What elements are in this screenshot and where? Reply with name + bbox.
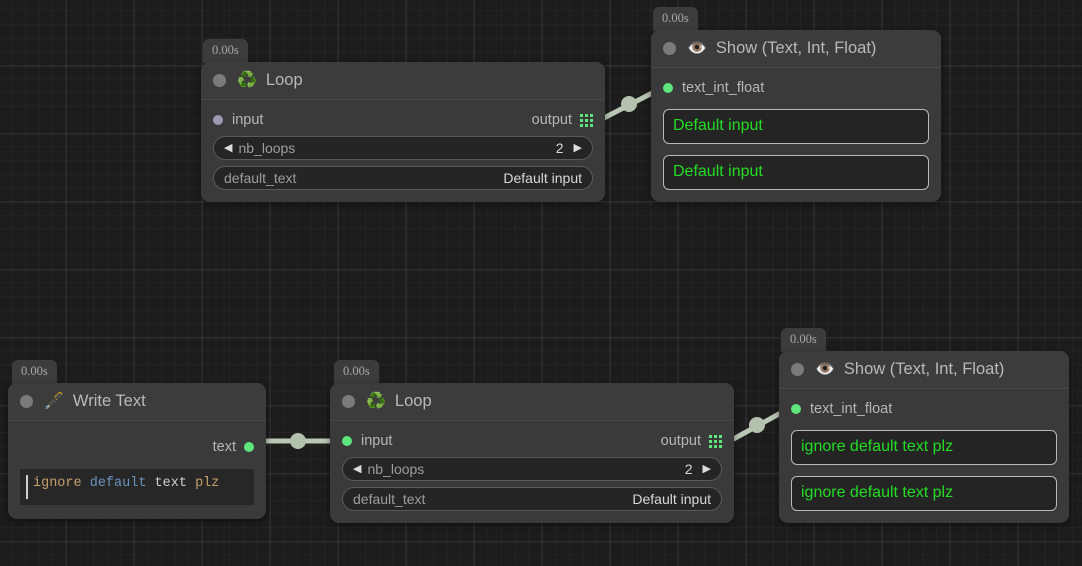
- node-show-top[interactable]: 👁️ Show (Text, Int, Float) text_int_floa…: [651, 30, 941, 202]
- decrement-arrow-icon[interactable]: ◀: [353, 462, 362, 475]
- time-badge-show-top: 0.00s: [653, 7, 698, 31]
- status-dot[interactable]: [663, 42, 676, 55]
- code-token: plz: [195, 476, 220, 491]
- status-dot[interactable]: [20, 395, 33, 408]
- decrement-arrow-icon[interactable]: ◀: [224, 141, 233, 154]
- field-value[interactable]: Default input: [503, 170, 582, 186]
- port-row: text_int_float: [663, 78, 929, 98]
- node-body-show-bottom: text_int_float ignore default text plz i…: [779, 389, 1069, 523]
- recycle-icon: ♻️: [237, 71, 257, 89]
- node-body-loop-top: input output ◀ nb_loops 2 ▶ default_text…: [201, 100, 605, 202]
- code-token: text: [154, 476, 187, 491]
- node-body-loop-bottom: input output ◀ nb_loops 2 ▶ default_text…: [330, 421, 734, 523]
- increment-arrow-icon[interactable]: ▶: [702, 462, 711, 475]
- list-output-grid-icon[interactable]: [709, 434, 722, 448]
- port-label-output: output: [660, 433, 701, 449]
- time-badge-loop-top: 0.00s: [203, 39, 248, 63]
- wire-midpoint-handle: [749, 417, 765, 433]
- wire-write-text-to-loop-bottom: [253, 433, 343, 449]
- node-loop-top[interactable]: ♻️ Loop input output ◀ nb_loops 2: [201, 62, 605, 202]
- input-port-show-top[interactable]: text_int_float: [663, 80, 764, 96]
- eye-icon: 👁️: [815, 360, 835, 378]
- node-header-loop-bottom[interactable]: ♻️ Loop: [330, 383, 734, 421]
- port-row: text: [20, 437, 254, 457]
- port-dot-input[interactable]: [342, 436, 352, 446]
- port-label-output: output: [531, 112, 572, 128]
- display-value-2: Default input: [663, 155, 929, 190]
- node-loop-bottom[interactable]: ♻️ Loop input output ◀ nb_loops 2: [330, 383, 734, 523]
- output-port-loop-bottom[interactable]: output: [661, 433, 722, 449]
- time-badge-loop-bottom: 0.00s: [334, 360, 379, 384]
- code-token: default: [89, 476, 147, 491]
- node-write-text[interactable]: 🖋️ Write Text text ignore default text p…: [8, 383, 266, 519]
- fountain-pen-icon: 🖋️: [44, 392, 64, 410]
- input-port-loop-top[interactable]: input: [213, 112, 263, 128]
- field-value[interactable]: Default input: [632, 491, 711, 507]
- node-show-bottom[interactable]: 👁️ Show (Text, Int, Float) text_int_floa…: [779, 351, 1069, 523]
- field-default-text-loop-bottom[interactable]: default_text Default input: [342, 487, 722, 511]
- code-line: ignore default text plz: [33, 475, 219, 499]
- node-header-write-text[interactable]: 🖋️ Write Text: [8, 383, 266, 421]
- list-output-grid-icon[interactable]: [580, 113, 593, 127]
- input-port-show-bottom[interactable]: text_int_float: [791, 401, 892, 417]
- wire-midpoint-handle: [290, 433, 306, 449]
- display-value-2: ignore default text plz: [791, 476, 1057, 511]
- status-dot[interactable]: [213, 74, 226, 87]
- output-port-loop-top[interactable]: output: [532, 112, 593, 128]
- port-label-output: text: [212, 439, 236, 455]
- port-dot-input[interactable]: [213, 115, 223, 125]
- input-port-loop-bottom[interactable]: input: [342, 433, 392, 449]
- field-key: nb_loops: [238, 140, 296, 156]
- field-key: default_text: [224, 170, 297, 186]
- port-label-input: text_int_float: [810, 401, 893, 417]
- node-title: Write Text: [72, 392, 146, 410]
- code-token: ignore: [33, 476, 82, 491]
- wire-midpoint-handle: [621, 96, 637, 112]
- status-dot[interactable]: [791, 363, 804, 376]
- port-label-input: input: [361, 433, 393, 449]
- field-nb-loops-loop-bottom[interactable]: ◀ nb_loops 2 ▶: [342, 457, 722, 481]
- field-value[interactable]: 2: [684, 461, 693, 477]
- field-value[interactable]: 2: [555, 140, 564, 156]
- node-body-write-text: text ignore default text plz: [8, 421, 266, 519]
- output-port-write-text[interactable]: text: [213, 439, 254, 455]
- time-badge-write-text: 0.00s: [12, 360, 57, 384]
- increment-arrow-icon[interactable]: ▶: [573, 141, 582, 154]
- port-dot-input[interactable]: [663, 83, 673, 93]
- node-body-show-top: text_int_float Default input Default inp…: [651, 68, 941, 202]
- field-key: default_text: [353, 491, 426, 507]
- port-label-input: input: [232, 112, 264, 128]
- time-badge-show-bottom: 0.00s: [781, 328, 826, 352]
- code-space: [82, 476, 90, 491]
- field-key: nb_loops: [367, 461, 425, 477]
- code-space: [146, 476, 154, 491]
- node-title: Show (Text, Int, Float): [715, 39, 877, 57]
- port-dot-output[interactable]: [244, 442, 254, 452]
- port-label-input: text_int_float: [682, 80, 765, 96]
- display-value-1: ignore default text plz: [791, 430, 1057, 465]
- field-nb-loops-loop-top[interactable]: ◀ nb_loops 2 ▶: [213, 136, 593, 160]
- recycle-icon: ♻️: [366, 392, 386, 410]
- node-title: Show (Text, Int, Float): [843, 360, 1005, 378]
- port-row: text_int_float: [791, 399, 1057, 419]
- node-header-show-top[interactable]: 👁️ Show (Text, Int, Float): [651, 30, 941, 68]
- status-dot[interactable]: [342, 395, 355, 408]
- eye-icon: 👁️: [687, 39, 707, 57]
- node-header-loop-top[interactable]: ♻️ Loop: [201, 62, 605, 100]
- node-title: Loop: [265, 71, 303, 89]
- display-value-1: Default input: [663, 109, 929, 144]
- port-dot-input[interactable]: [791, 404, 801, 414]
- port-row: input output: [342, 431, 722, 451]
- code-space: [187, 476, 195, 491]
- text-caret: [26, 475, 28, 499]
- text-editor-input[interactable]: ignore default text plz: [20, 469, 254, 505]
- port-row: input output: [213, 110, 593, 130]
- field-default-text-loop-top[interactable]: default_text Default input: [213, 166, 593, 190]
- node-header-show-bottom[interactable]: 👁️ Show (Text, Int, Float): [779, 351, 1069, 389]
- node-title: Loop: [394, 392, 432, 410]
